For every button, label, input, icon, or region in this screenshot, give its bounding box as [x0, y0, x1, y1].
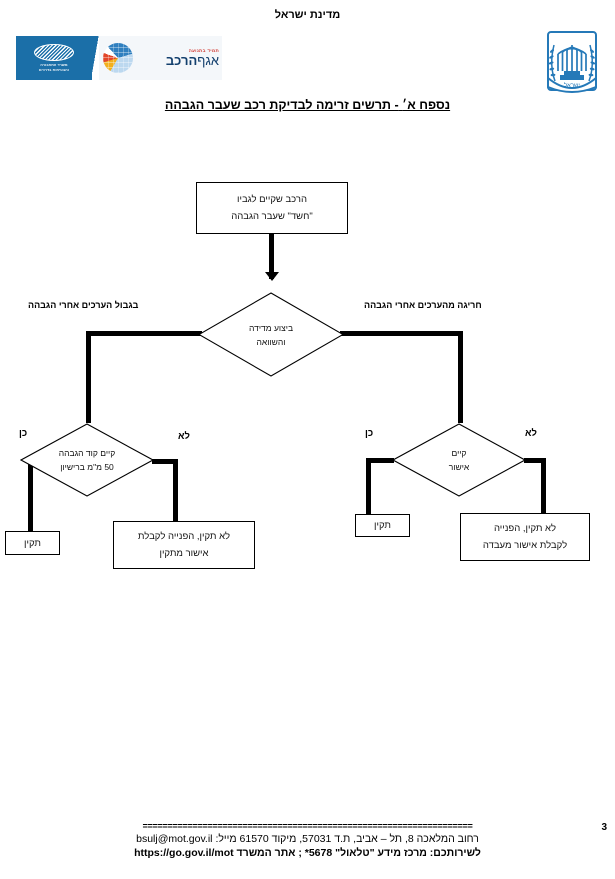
node-not-ok-right: לא תקין, הפנייה לקבלת אישור מעבדה — [460, 513, 590, 561]
diamond-shape — [198, 292, 344, 377]
node-lift-code-line2: 50 מ"מ ברישיון — [60, 462, 114, 472]
edge-measure-left-horizontal — [86, 331, 202, 336]
edge-measure-right-vertical — [458, 331, 463, 423]
emblem-word: ישראל — [564, 81, 580, 89]
edge-start-to-measure — [269, 234, 274, 279]
node-start-line1: הרכב שקיים לגביו — [237, 194, 307, 205]
ministry-logo: משרד התחבורה והבטיחות בדרכים תמיד בתנועה… — [16, 36, 222, 80]
node-ok-right: תקין — [355, 514, 410, 537]
diamond-shape — [20, 423, 154, 497]
dept-name-bold: הרכב — [165, 53, 198, 68]
edge-label-left-branch: בגבול הערכים אחרי הגבהה — [28, 300, 139, 310]
road-swoosh-icon — [34, 43, 74, 61]
node-start: הרכב שקיים לגביו "חשד" שעבר הגבהה — [196, 182, 348, 234]
node-not-ok-right-line2: לקבלת אישור מעבדה — [482, 540, 568, 551]
diamond-shape — [392, 423, 526, 497]
appendix-label: נספח א׳ — [402, 98, 451, 112]
ministry-name-line1: משרד התחבורה — [40, 62, 68, 67]
label-no-left: לא — [178, 431, 190, 442]
node-not-ok-right-line1: לא תקין, הפנייה — [493, 523, 557, 534]
arrowhead-measure — [265, 272, 279, 281]
israel-state-emblem-icon: ישראל — [547, 31, 597, 93]
node-measure-decision: ביצוע מדידה והשוואה — [198, 292, 344, 377]
edge-rightdiamond-no-horizontal — [524, 458, 546, 463]
edge-leftdiamond-yes-vertical — [28, 459, 33, 533]
node-lift-code-line1: קיים קוד הגבהה — [58, 448, 116, 458]
node-approval-line2: אישור — [448, 462, 470, 472]
node-not-ok-left: לא תקין, הפנייה לקבלת אישור מתקין — [113, 521, 255, 569]
edge-label-right-branch: חריגה מהערכים אחרי הגבהה — [364, 300, 482, 310]
node-not-ok-left-line1: לא תקין, הפנייה לקבלת — [137, 531, 231, 542]
node-start-line2: "חשד" שעבר הגבהה — [231, 211, 313, 222]
edge-leftdiamond-no-horizontal — [152, 459, 178, 464]
dept-name-light: אגף — [197, 53, 219, 68]
label-yes-right: כן — [365, 428, 374, 439]
page-footer: ========================================… — [0, 822, 615, 860]
node-ok-left: תקין — [5, 531, 60, 555]
node-ok-right-text: תקין — [374, 520, 391, 531]
edge-measure-right-horizontal — [340, 331, 463, 336]
node-ok-left-text: תקין — [24, 537, 41, 549]
edge-rightdiamond-no-vertical — [541, 458, 546, 514]
ministry-name-line2: והבטיחות בדרכים — [39, 67, 69, 72]
node-measure-line1: ביצוע מדידה — [248, 322, 294, 333]
vehicle-department-logo: תמיד בתנועה אגףהרכב — [99, 36, 222, 80]
ministry-of-transport-logo: משרד התחבורה והבטיחות בדרכים — [16, 36, 92, 80]
footer-rule: ========================================… — [142, 822, 473, 832]
edge-rightdiamond-yes-horizontal — [366, 458, 394, 463]
label-yes-left: כן — [19, 428, 28, 439]
edge-leftdiamond-no-vertical — [173, 459, 178, 522]
logo-tagline: תמיד בתנועה — [188, 48, 219, 53]
node-not-ok-left-line2: אישור מתקין — [159, 548, 209, 559]
page-number: 3 — [601, 822, 607, 833]
footer-service: לשירותכם: מרכז מידע "טלאול" 5678* ; אתר … — [134, 847, 481, 859]
edge-measure-left-vertical — [86, 331, 91, 423]
title-dash: - — [394, 98, 399, 112]
node-approval-line1: קיים — [451, 448, 467, 458]
globe-icon — [103, 43, 133, 73]
footer-address: רחוב המלאכה 8, תל – אביב, ת.ד 57031, מיק… — [136, 833, 479, 845]
node-lift-code-decision: קיים קוד הגבהה 50 מ"מ ברישיון — [20, 423, 154, 497]
appendix-title-text: תרשים זרימה לבדיקת רכב שעבר הגבהה — [164, 98, 391, 112]
page-title: מדינת ישראל — [274, 9, 341, 21]
logo-divider — [92, 36, 99, 80]
node-approval-decision: קיים אישור — [392, 423, 526, 497]
label-no-right: לא — [525, 428, 537, 439]
edge-rightdiamond-yes-vertical — [366, 458, 371, 516]
node-measure-line2: והשוואה — [256, 336, 286, 347]
appendix-title: נספח א׳ - תרשים זרימה לבדיקת רכב שעבר הג… — [0, 98, 615, 112]
